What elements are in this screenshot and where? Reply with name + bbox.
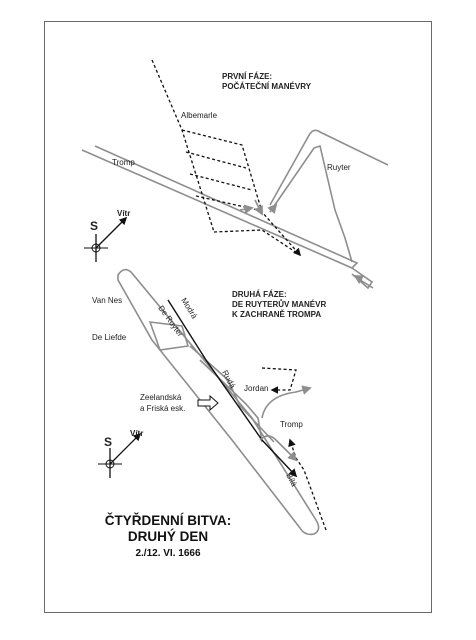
label-zeeland-2: a Friská esk. — [140, 404, 185, 413]
wind-arrow-icon — [95, 216, 128, 249]
title-line2: DRUHÝ DEN — [128, 529, 208, 544]
wind-label: Vítr — [117, 209, 130, 218]
label-tromp-bottom: Tromp — [280, 420, 303, 429]
phase2-text: DRUHÁ FÁZE: DE RUYTERŮV MANÉVR K ZACHRAN… — [232, 290, 326, 319]
map-frame — [44, 21, 432, 613]
label-ruyter: Ruyter — [327, 163, 351, 172]
label-modra: Modrá — [179, 296, 199, 320]
zeeland-arrow — [197, 394, 219, 412]
phase1-subtitle: POČÁTEČNÍ MANÉVRY — [222, 82, 312, 91]
wind-label: Vítr — [130, 429, 143, 438]
main-fleet-outline — [117, 268, 320, 536]
albemarle-formation — [151, 59, 302, 257]
phase2-subtitle2: K ZACHRANĚ TROMPA — [232, 310, 321, 319]
phase2-subtitle: DE RUYTERŮV MANÉVR — [232, 299, 326, 309]
label-tromp-top: Tromp — [112, 158, 135, 167]
title-date: 2./12. VI. 1666 — [135, 548, 200, 559]
label-jordan: Jordan — [244, 384, 268, 393]
north-label: S — [104, 435, 112, 449]
label-albemarle: Albemarle — [181, 111, 218, 120]
ruyter-fleet-phase1 — [269, 129, 389, 289]
de-ruyter-path — [167, 299, 298, 478]
jordan-path — [261, 367, 297, 394]
phase1-arrows — [239, 199, 365, 284]
label-de-liefde: De Liefde — [92, 333, 127, 342]
label-van-nes: Van Nes — [92, 296, 122, 305]
label-ruda: Rudá — [220, 369, 237, 391]
phase1-text: PRVNÍ FÁZE: POČÁTEČNÍ MANÉVRY — [222, 72, 312, 91]
title-block: ČTYŘDENNÍ BITVA: DRUHÝ DEN 2./12. VI. 16… — [105, 513, 232, 559]
arrow-right-icon — [197, 394, 219, 412]
compass-top: S Vítr — [84, 209, 130, 262]
compass-bottom: S Vítr — [98, 429, 143, 478]
phase1-title: PRVNÍ FÁZE: — [222, 72, 272, 81]
label-bila: Bílá — [284, 472, 299, 489]
title-line1: ČTYŘDENNÍ BITVA: — [105, 513, 232, 528]
bila-path — [288, 438, 327, 531]
tromp-fleet-phase2 — [259, 385, 312, 462]
wind-arrow-icon — [109, 432, 142, 465]
north-label: S — [90, 219, 98, 233]
label-zeeland-1: Zeelandská — [140, 393, 182, 402]
phase2-title: DRUHÁ FÁZE: — [232, 290, 287, 299]
